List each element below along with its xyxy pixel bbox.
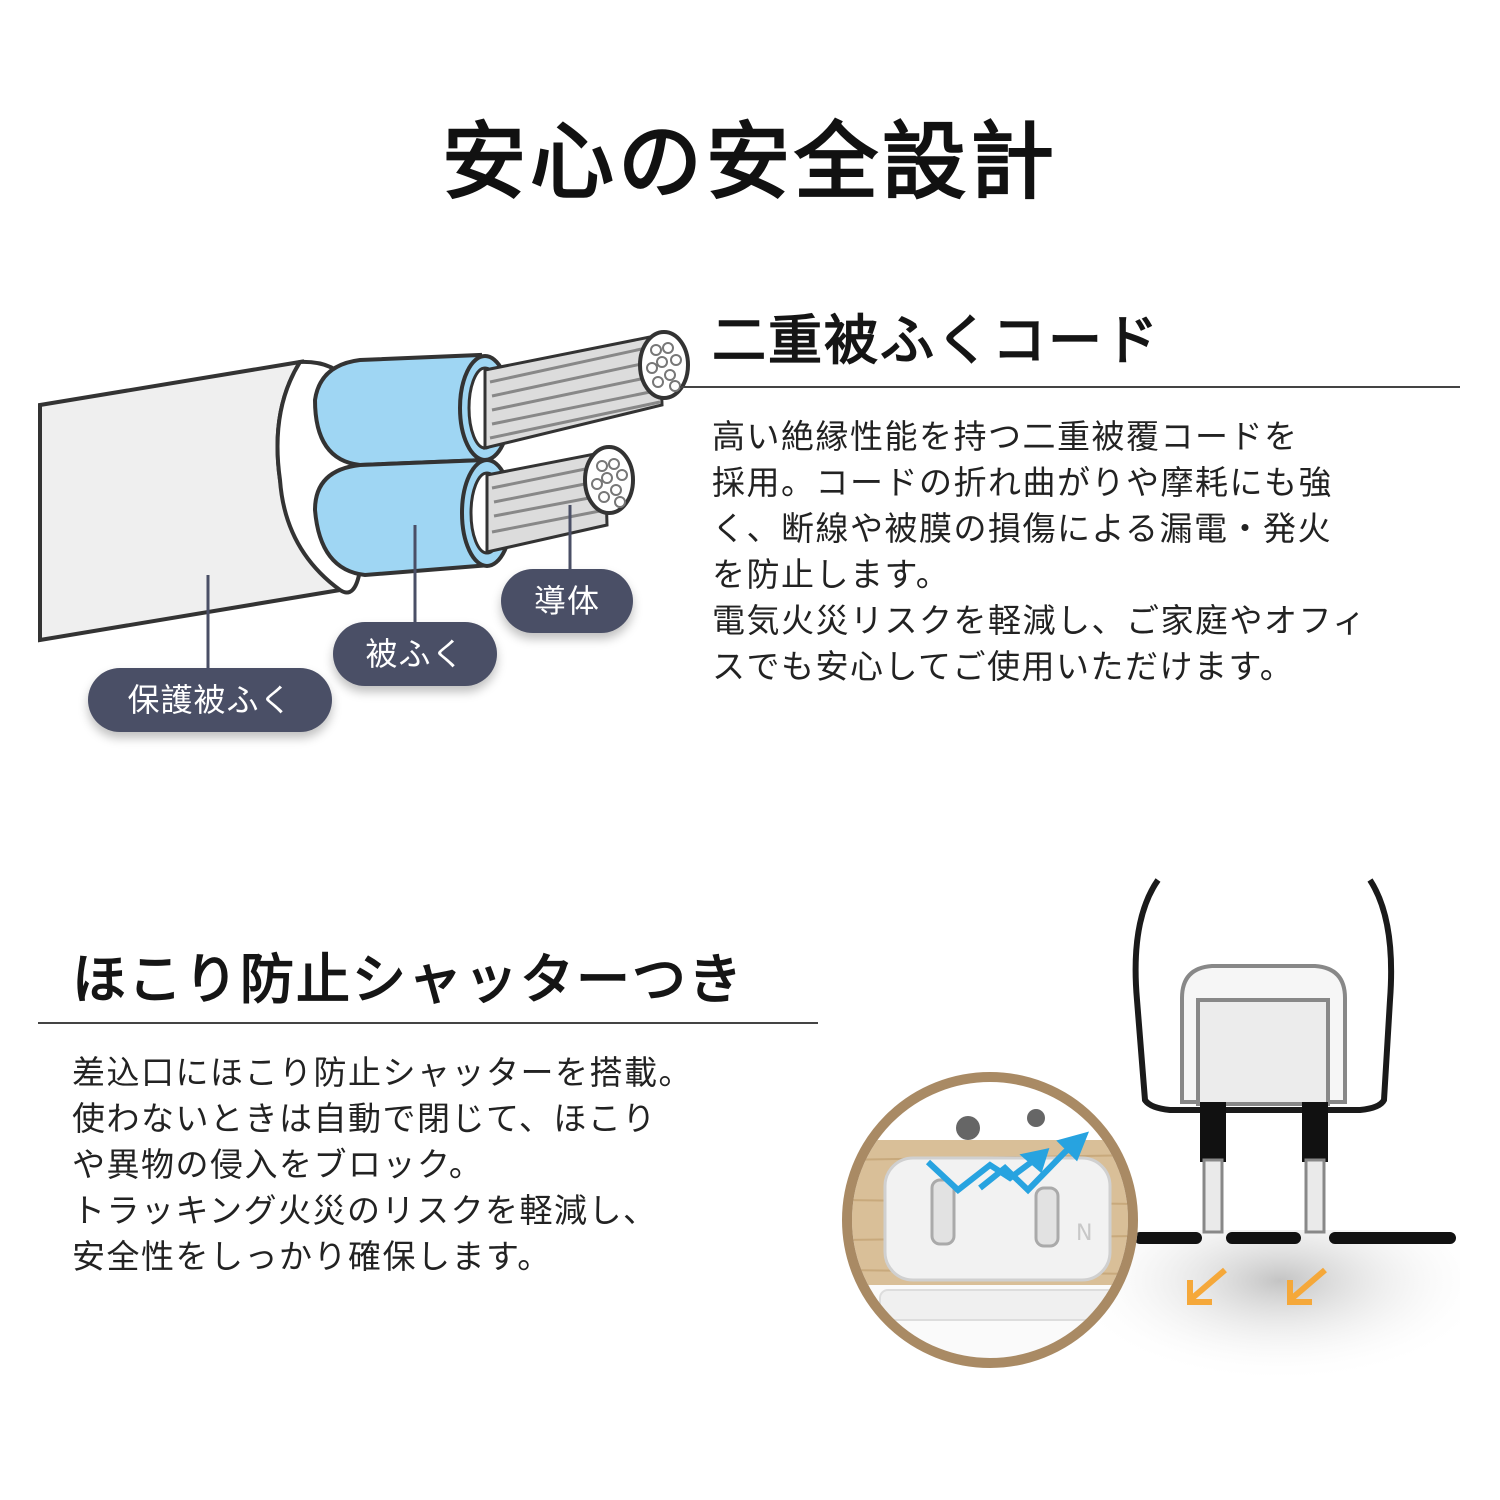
cord-divider — [680, 386, 1460, 388]
shutter-description: 差込口にほこり防止シャッターを搭載。 使わないときは自動で閉じて、ほこり や異物… — [72, 1050, 832, 1280]
shutter-line: トラッキング火災のリスクを軽減し、 — [72, 1191, 658, 1230]
shutter-illustration: N — [842, 878, 1460, 1400]
zoom-circle-ring — [842, 1072, 1138, 1368]
prong-right — [1302, 1102, 1328, 1162]
cord-line: 高い絶縁性能を持つ二重被覆コードを — [712, 417, 1299, 456]
outlet-n-mark: N — [1076, 1221, 1092, 1246]
insulation-label: 被ふく — [333, 622, 497, 686]
cord-heading: 二重被ふくコード — [712, 309, 1160, 372]
shutter-divider — [38, 1022, 818, 1024]
cord-line: 電気火災リスクを軽減し、ご家庭やオフィ — [712, 601, 1367, 640]
dust-particle — [956, 1116, 980, 1140]
shutter-line: 使わないときは自動で閉じて、ほこり — [72, 1099, 657, 1138]
prong-left — [1200, 1102, 1226, 1162]
cord-illustration — [38, 330, 690, 680]
cord-line: スでも安心してご使用いただけます。 — [712, 647, 1295, 686]
cord-line: を防止します。 — [712, 555, 951, 594]
shutter-line: や異物の侵入をブロック。 — [72, 1145, 484, 1184]
cord-description: 高い絶縁性能を持つ二重被覆コードを 採用。コードの折れ曲がりや摩耗にも強 く、断… — [712, 414, 1472, 690]
floor-shadow — [1100, 1230, 1460, 1400]
shutter-line: 差込口にほこり防止シャッターを搭載。 — [72, 1053, 693, 1092]
shutter-line: 安全性をしっかり確保します。 — [72, 1237, 552, 1276]
cord-line: く、断線や被膜の損傷による漏電・発火 — [712, 509, 1333, 548]
sheath-label: 保護被ふく — [88, 668, 332, 732]
orange-arrows — [1187, 1267, 1327, 1305]
blue-arrows — [925, 1131, 1090, 1195]
conductor-label: 導体 — [501, 569, 633, 633]
cord-line: 採用。コードの折れ曲がりや摩耗にも強 — [712, 463, 1333, 502]
shutter-heading: ほこり防止シャッターつき — [72, 948, 744, 1011]
dust-particle — [1027, 1109, 1045, 1127]
page-title: 安心の安全設計 — [441, 113, 1058, 211]
